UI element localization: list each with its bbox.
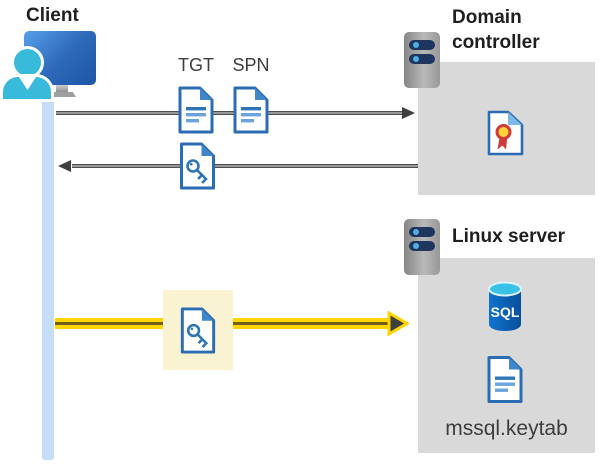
kerberos-ticket-key-icon — [180, 307, 216, 354]
client-timeline — [42, 87, 54, 460]
sql-database-icon: SQL — [488, 281, 522, 331]
auth-arrowhead-icon — [387, 311, 409, 336]
sql-text: SQL — [491, 304, 520, 320]
keytab-file-icon — [487, 356, 523, 403]
domain-controller-label: Domain controller — [452, 7, 540, 53]
certificate-icon — [487, 110, 524, 156]
request-arrow-line — [56, 111, 403, 115]
keytab-filename-label: mssql.keytab — [445, 417, 568, 440]
response-arrowhead-icon — [58, 160, 71, 172]
client-label: Client — [26, 5, 79, 26]
response-arrow-line — [72, 164, 418, 168]
linux-server-label: Linux server — [452, 226, 565, 247]
tgt-document-icon — [178, 86, 214, 134]
spn-label: SPN — [232, 55, 270, 75]
domain-controller-server-icon — [404, 32, 440, 88]
tgt-label: TGT — [178, 55, 214, 75]
spn-document-icon — [233, 86, 269, 134]
service-ticket-key-icon — [180, 142, 215, 190]
request-arrowhead-icon — [402, 107, 415, 119]
person-icon — [14, 49, 41, 76]
linux-server-icon — [404, 219, 440, 275]
